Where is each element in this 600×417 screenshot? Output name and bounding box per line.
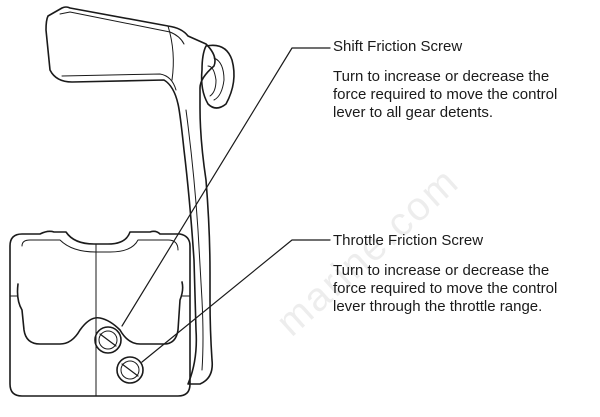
shift-friction-knob	[200, 44, 235, 109]
throttle-desc-line: lever through the throttle range.	[333, 298, 543, 315]
shift-friction-callout: Shift Friction Screw Turn to increase or…	[333, 38, 557, 122]
throttle-friction-title: Throttle Friction Screw	[333, 232, 484, 249]
throttle-friction-screw	[116, 356, 144, 384]
throttle-friction-callout: Throttle Friction Screw Turn to increase…	[333, 232, 557, 316]
throttle-desc-line: Turn to increase or decrease the	[333, 262, 550, 279]
shift-leader-line	[121, 47, 331, 327]
throttle-desc-line: force required to move the control	[333, 280, 558, 297]
throttle-friction-description: Turn to increase or decrease the force r…	[333, 262, 557, 316]
shift-desc-line: Turn to increase or decrease the	[333, 68, 550, 85]
throttle-leader-line	[141, 239, 331, 363]
shift-friction-screw	[94, 326, 122, 354]
shift-desc-line: force required to move the control	[333, 86, 558, 103]
shift-desc-line: lever to all gear detents.	[333, 104, 494, 121]
control-lever	[45, 6, 216, 385]
control-housing	[9, 230, 191, 397]
shift-friction-title: Shift Friction Screw	[333, 38, 463, 55]
shift-friction-description: Turn to increase or decrease the force r…	[333, 68, 557, 122]
